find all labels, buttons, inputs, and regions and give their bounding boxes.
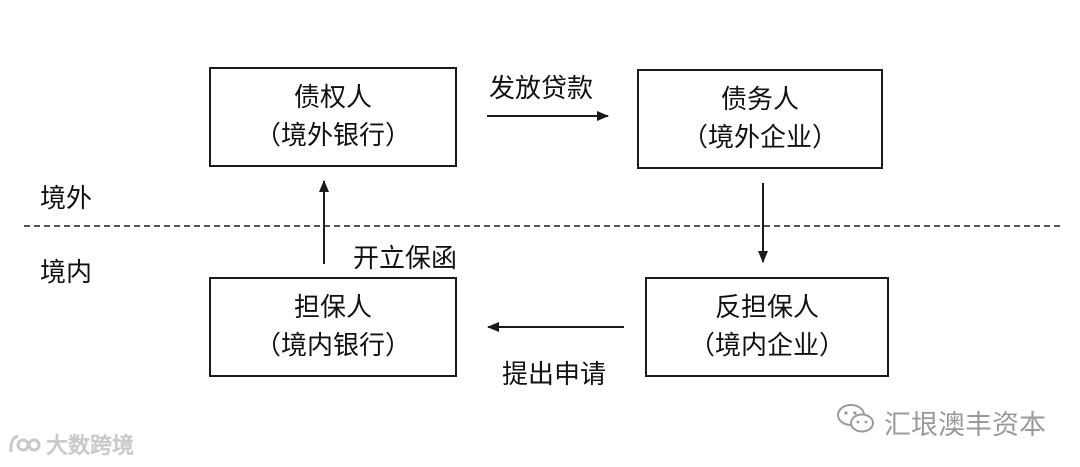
watermark-right-text: 汇垠澳丰资本 [884, 410, 1046, 441]
node-debtor-title: 债务人 [720, 85, 799, 115]
zone-label-onshore: 境内 [40, 258, 93, 288]
node-guarantor: 担保人 （境内银行） [209, 277, 457, 377]
node-creditor: 债权人 （境外银行） [209, 67, 457, 167]
node-counter-guarantor: 反担保人 （境内企业） [645, 277, 889, 377]
edge-label-guarantee: 开立保函 [353, 244, 458, 274]
zone-label-offshore: 境外 [40, 184, 93, 214]
edge-label-apply: 提出申请 [502, 360, 607, 390]
node-counter-sub: （境内企业） [688, 331, 845, 361]
node-creditor-title: 债权人 [293, 83, 372, 113]
edge-label-loan: 发放贷款 [489, 74, 594, 104]
node-debtor-sub: （境外企业） [681, 123, 838, 153]
brand-logo-icon [8, 432, 42, 456]
wechat-icon [836, 402, 876, 443]
node-guarantor-sub: （境内银行） [254, 331, 411, 361]
watermark-right: 汇垠澳丰资本 [836, 402, 1046, 443]
node-creditor-sub: （境外银行） [254, 121, 411, 151]
node-debtor: 债务人 （境外企业） [637, 69, 883, 169]
watermark-left: 大数跨境 [8, 428, 134, 460]
node-counter-title: 反担保人 [714, 293, 819, 323]
watermark-left-text: 大数跨境 [46, 434, 135, 459]
node-guarantor-title: 担保人 [293, 293, 372, 323]
